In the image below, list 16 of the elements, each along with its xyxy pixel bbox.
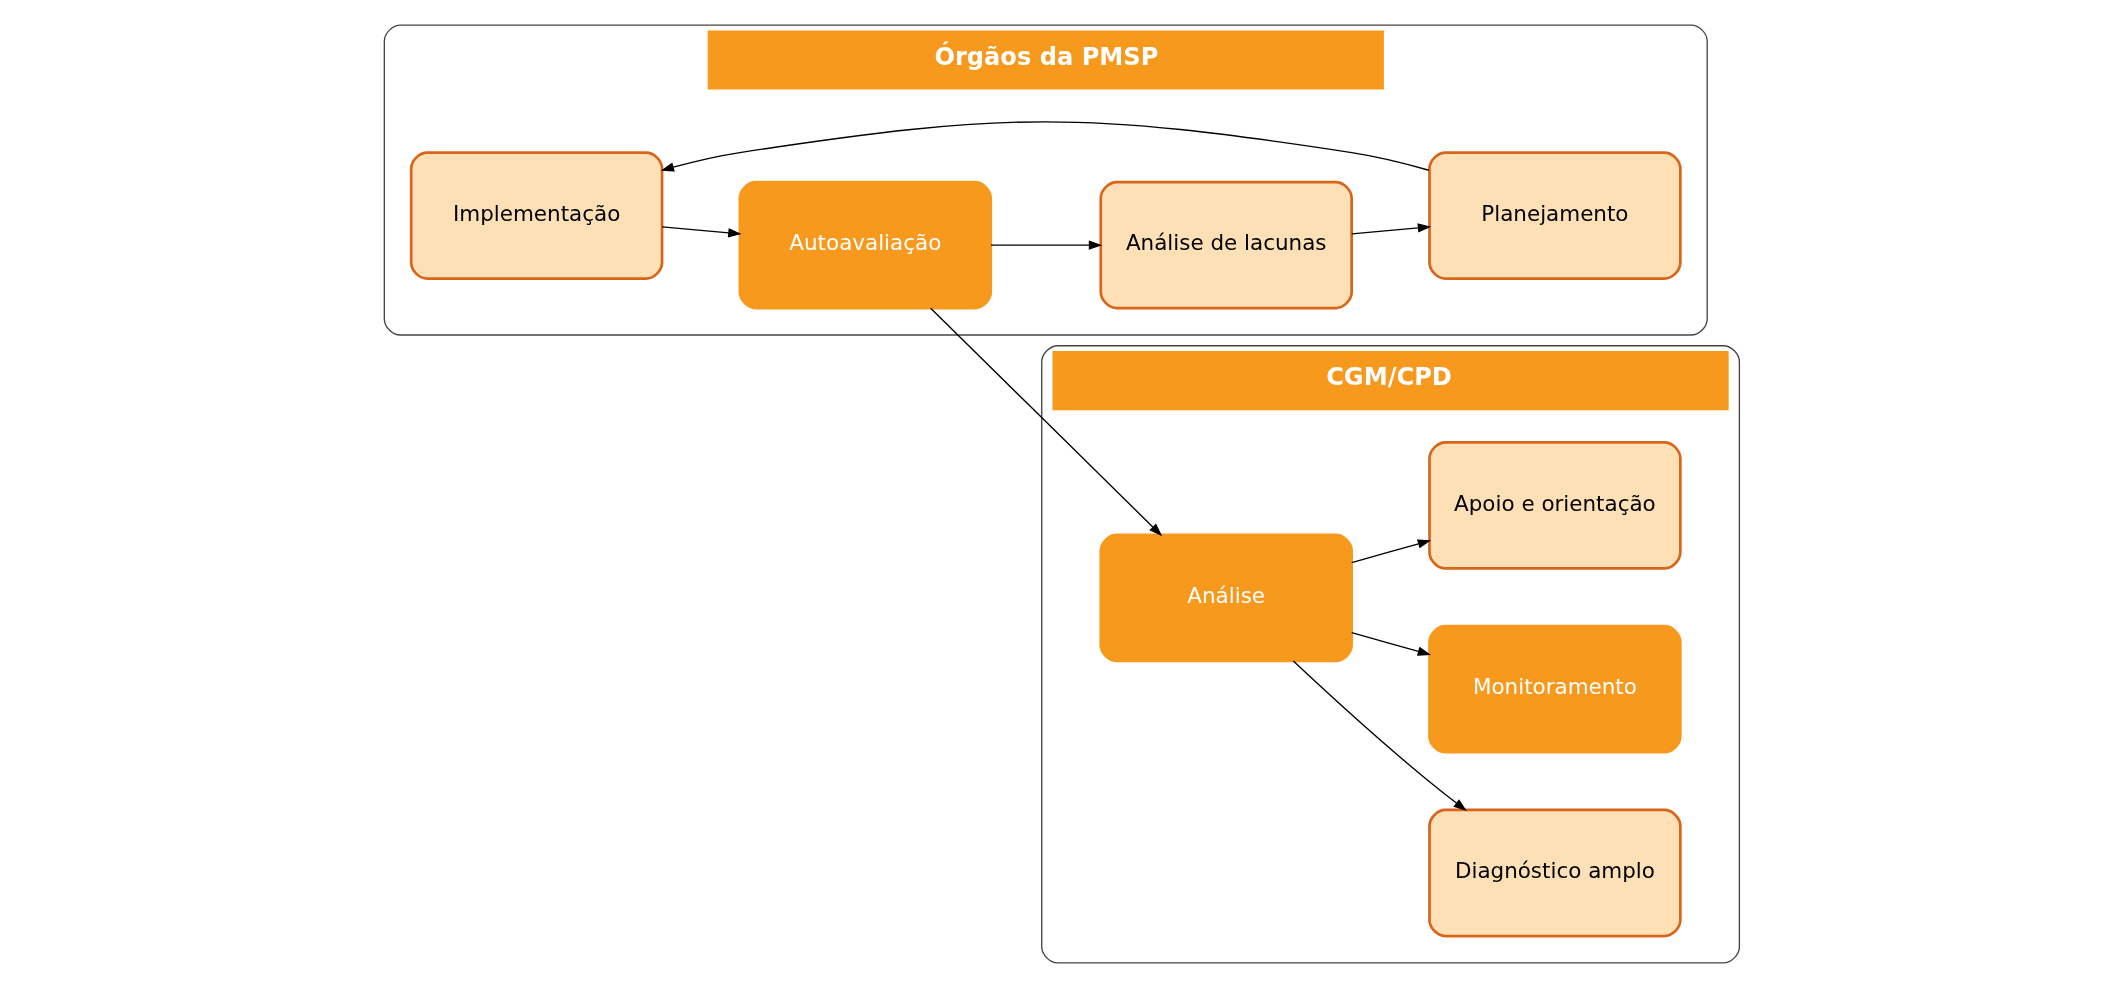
node-box: Autoavaliação [738, 180, 993, 309]
node-box: Planejamento [1428, 150, 1682, 280]
node-box: Diagnóstico amplo [1428, 808, 1682, 937]
node-box: Monitoramento [1428, 624, 1682, 754]
arrow [990, 239, 1103, 250]
node-box: Análise de lacunas [1099, 180, 1353, 309]
arrow [930, 307, 1163, 536]
node-box: Implementação [409, 150, 664, 280]
arrow [660, 120, 1430, 172]
arrow [1351, 631, 1432, 656]
arrow [1351, 222, 1432, 235]
arrow [661, 225, 742, 237]
arrow [1292, 659, 1467, 811]
node-box: Apoio e orientação [1428, 440, 1682, 570]
node-box: Análise [1099, 533, 1353, 662]
arrow [1351, 538, 1432, 563]
